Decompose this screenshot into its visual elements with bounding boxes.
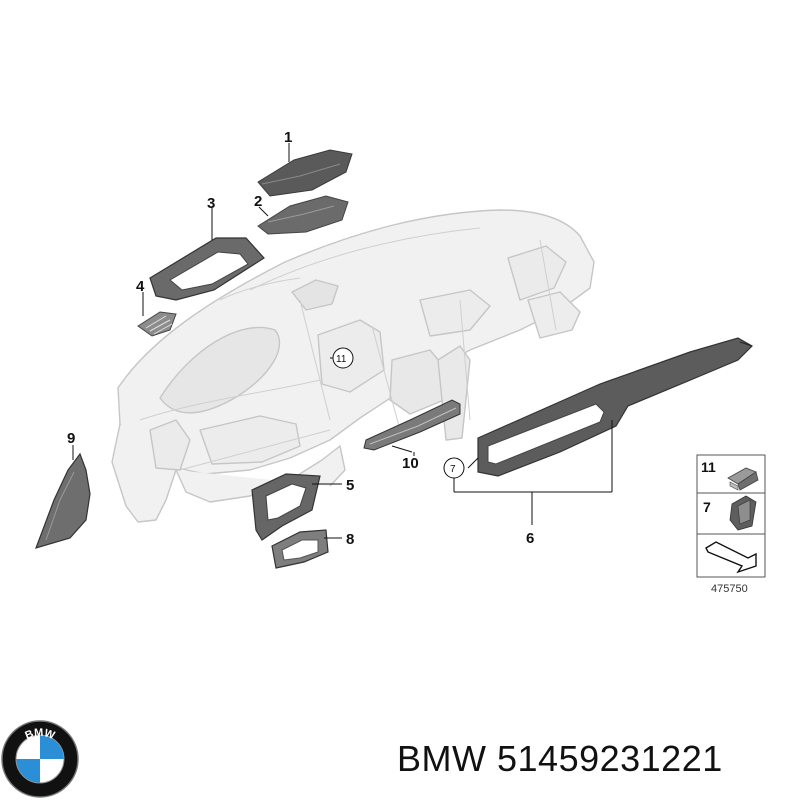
callout-7: 7	[450, 464, 456, 475]
leader-lines	[72, 143, 613, 539]
callout-3: 3	[207, 195, 215, 212]
legend-box: 11 7 475750	[696, 454, 766, 595]
clip-7-icon	[729, 495, 757, 531]
part-5-trim-frame	[251, 473, 321, 541]
part-3-cluster-frame	[149, 237, 265, 301]
callout-5: 5	[346, 477, 354, 494]
part-10-center-strip	[363, 399, 461, 451]
callout-9: 9	[67, 430, 75, 447]
part-4-vent-grille	[137, 311, 177, 337]
part-8-small-frame	[271, 529, 329, 569]
part-9-side-trim	[35, 452, 91, 549]
part-1-upper-trim	[257, 149, 353, 197]
part-number: 51459231221	[497, 738, 723, 779]
callout-11: 11	[336, 354, 347, 365]
part-6-long-trim-strip	[477, 337, 753, 477]
logo-letters: BMW	[23, 727, 56, 742]
callout-4: 4	[136, 278, 145, 295]
part-caption: BMW 51459231221	[397, 738, 723, 780]
legend-number-7: 7	[703, 499, 711, 515]
dashboard-detail-lines	[139, 227, 557, 471]
callout-2: 2	[254, 193, 262, 210]
callout-6: 6	[526, 530, 534, 547]
clip-11-icon	[727, 467, 759, 491]
arrow-icon	[705, 541, 757, 574]
figure-number: 475750	[711, 583, 748, 595]
callout-11-circle	[332, 347, 354, 369]
dashboard-outline	[111, 209, 595, 523]
part-2-lower-trim	[257, 195, 349, 235]
legend-number-11: 11	[701, 459, 716, 475]
callout-1: 1	[284, 129, 292, 146]
brand-name: BMW	[397, 738, 487, 779]
callout-8: 8	[346, 531, 354, 548]
callout-7-circle	[443, 457, 465, 479]
callout-10: 10	[402, 455, 419, 472]
bmw-roundel-icon: BMW	[1, 720, 79, 798]
